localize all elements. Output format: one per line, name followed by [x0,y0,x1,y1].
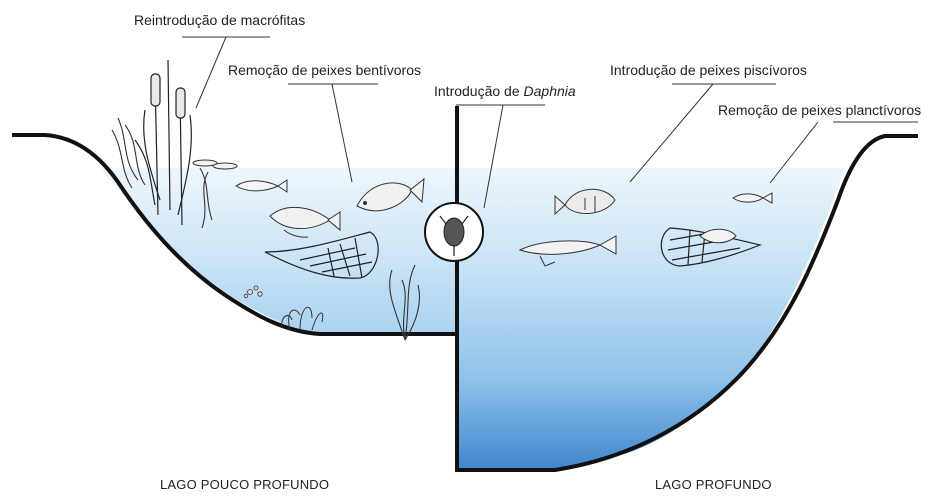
label-daphnia-prefix: Introdução de [434,83,524,99]
label-macrophytes: Reintrodução de macrófitas [134,12,305,28]
label-daphnia: Introdução de Daphnia [434,83,576,99]
deep-lake-water [458,168,845,470]
leader-benthivores [288,84,378,182]
caption-shallow-lake: LAGO POUCO PROFUNDO [160,477,329,492]
daphnia-icon [425,203,483,261]
leader-piscivores [630,84,776,182]
caption-deep-lake: LAGO PROFUNDO [655,477,772,492]
label-daphnia-italic: Daphnia [524,83,576,99]
label-planktivores: Remoção de peixes planctívoros [718,102,921,118]
lily-pads [193,160,237,169]
label-piscivores: Introdução de peixes piscívoros [610,62,807,78]
label-benthivores: Remoção de peixes bentívoros [228,62,421,78]
